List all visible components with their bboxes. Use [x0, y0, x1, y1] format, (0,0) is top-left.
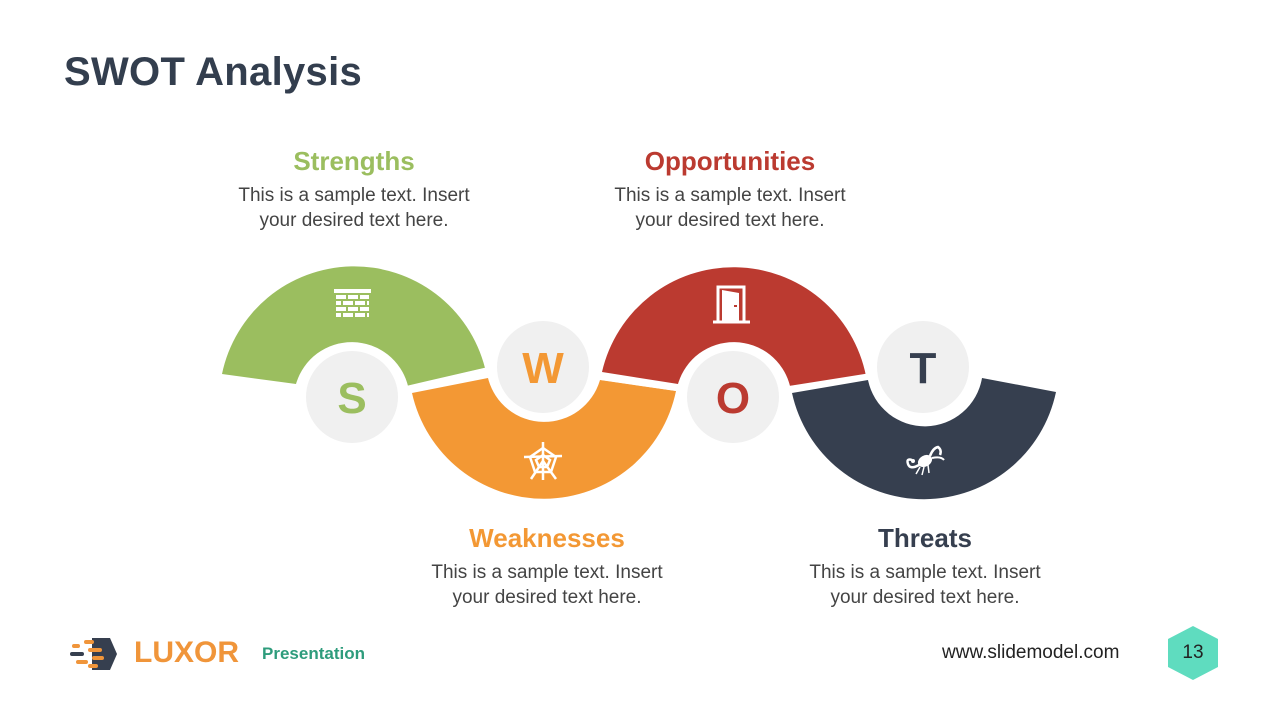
- opportunities-arc: [602, 267, 866, 386]
- page-title: SWOT Analysis: [64, 50, 363, 94]
- brick-wall-icon: [334, 289, 371, 317]
- letter-w-badge: W: [497, 321, 589, 413]
- opportunities-text-line1: This is a sample text. Insert: [614, 185, 846, 206]
- brand-name: LUXOR: [134, 636, 239, 669]
- strengths-arc: [222, 266, 485, 386]
- weaknesses-heading: Weaknesses: [469, 523, 625, 553]
- svg-text:O: O: [716, 374, 750, 423]
- strengths-block: Strengths This is a sample text. Insert y…: [204, 145, 504, 233]
- open-door-icon: [713, 285, 750, 324]
- scorpion-icon: [906, 445, 945, 476]
- strengths-text-line1: This is a sample text. Insert: [238, 185, 470, 206]
- weaknesses-block: Weaknesses This is a sample text. Insert…: [397, 522, 697, 610]
- strengths-text-line2: your desired text here.: [259, 210, 449, 231]
- threats-text-line1: This is a sample text. Insert: [809, 562, 1041, 583]
- strengths-heading: Strengths: [293, 146, 415, 176]
- opportunities-block: Opportunities This is a sample text. Ins…: [580, 145, 880, 233]
- website-url[interactable]: www.slidemodel.com: [942, 642, 1120, 663]
- weaknesses-arc: [412, 378, 676, 499]
- page-number-badge: 13: [1168, 626, 1218, 680]
- weaknesses-text-line1: This is a sample text. Insert: [431, 562, 663, 583]
- brand-subtitle: Presentation: [262, 644, 365, 663]
- letter-s-badge: S: [306, 351, 398, 443]
- svg-text:S: S: [337, 374, 366, 423]
- svg-text:W: W: [522, 344, 564, 393]
- threats-text-line2: your desired text here.: [830, 587, 1020, 608]
- page-number: 13: [1182, 642, 1204, 663]
- svg-text:T: T: [910, 344, 937, 393]
- spider-web-icon: [523, 442, 563, 480]
- letter-t-badge: T: [877, 321, 969, 413]
- threats-block: Threats This is a sample text. Insert you…: [775, 522, 1075, 610]
- letter-o-badge: O: [687, 351, 779, 443]
- luxor-logo-icon: [70, 638, 117, 670]
- opportunities-heading: Opportunities: [644, 146, 816, 176]
- weaknesses-text-line2: your desired text here.: [452, 587, 642, 608]
- opportunities-text-line2: your desired text here.: [635, 210, 825, 231]
- threats-heading: Threats: [878, 523, 972, 553]
- threats-arc: [792, 378, 1056, 500]
